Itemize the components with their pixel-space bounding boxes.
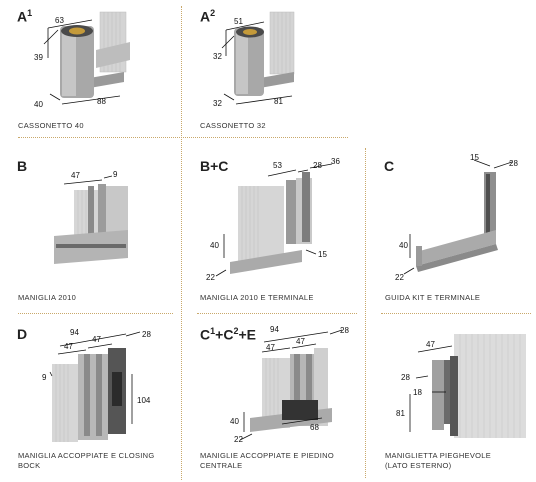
item-caption: MANIGLIE ACCOPPIATE E PIEDINO CENTRALE [200, 451, 335, 470]
row-separator-2c [381, 313, 531, 314]
item-letter: A2 [200, 8, 216, 25]
item-caption: MANIGLIA 2010 E TERMINALE [200, 293, 314, 302]
dim-label: 15 [318, 250, 327, 259]
row-separator-2b [197, 313, 357, 314]
dim-label: 68 [310, 423, 319, 432]
dim-label: 28 [509, 159, 518, 168]
dim-label: 22 [234, 435, 243, 444]
dim-label: 36 [331, 157, 340, 166]
item-caption: CASSONETTO 32 [200, 121, 266, 130]
dim-label: 39 [34, 53, 43, 62]
item-caption: GUIDA KIT E TERMINALE [385, 293, 481, 302]
dim-label: 47 [296, 337, 305, 346]
item-letter: D [17, 326, 28, 342]
dim-label: 63 [55, 16, 64, 25]
dim-label: 51 [234, 17, 243, 26]
dim-label: 47 [64, 342, 73, 351]
dim-label: 88 [97, 97, 106, 106]
item-letter: B [17, 158, 28, 174]
dim-label: 94 [270, 325, 279, 334]
cassonetto-40-illustration: 63 39 40 88 [34, 11, 130, 109]
dim-label: 104 [137, 396, 151, 405]
maniglia-2010-illustration: 47 9 [54, 170, 128, 264]
dim-label: 18 [413, 388, 422, 397]
dim-label: 47 [92, 335, 101, 344]
dim-label: 28 [401, 373, 410, 382]
dim-label: 28 [313, 161, 322, 170]
dim-label: 40 [399, 241, 408, 250]
cell-maniglia-2010: B 47 9 MANIGLIA 2010 [0, 150, 180, 310]
dim-label: 28 [340, 326, 349, 335]
dim-label: 22 [395, 273, 404, 282]
dim-label: 9 [113, 170, 118, 179]
item-caption: MANIGLIETTA PIEGHEVOLE (LATO ESTERNO) [385, 451, 492, 470]
cell-maniglie-accoppiate-piedino: C1+C2+E 94 28 47 47 40 22 68 MANIGLIE AC… [182, 320, 365, 480]
dim-label: 9 [42, 373, 47, 382]
dim-label: 94 [70, 328, 79, 337]
maniglietta-pieghevole-illustration: 47 28 18 81 [396, 334, 526, 438]
item-letter: A1 [17, 8, 33, 25]
dim-label: 40 [34, 100, 43, 109]
item-caption: MANIGLIA 2010 [18, 293, 77, 302]
dim-label: 81 [396, 409, 405, 418]
dim-label: 32 [213, 99, 222, 108]
maniglia-accoppiate-illustration: 94 28 47 47 9 104 [42, 328, 151, 442]
item-caption: CASSONETTO 40 [18, 121, 84, 130]
dim-label: 28 [142, 330, 151, 339]
cell-maniglia-2010-terminale: B+C 53 28 36 40 22 15 MANIGLIA 2010 E TE… [182, 150, 365, 310]
guida-kit-terminale-illustration: 15 28 40 22 [395, 153, 518, 282]
item-letter: C [384, 158, 395, 174]
maniglie-accoppiate-piedino-illustration: 94 28 47 47 40 22 68 [230, 325, 349, 444]
dim-label: 15 [470, 153, 479, 162]
item-caption: MANIGLIA ACCOPPIATE E CLOSING BOCK [18, 451, 155, 470]
dim-label: 81 [274, 97, 283, 106]
cell-maniglietta-pieghevole: 47 28 18 81 MANIGLIETTA PIEGHEVOLE (LATO… [366, 320, 536, 480]
cell-cassonetto-32: A2 51 32 32 81 CASSONETTO 32 [182, 0, 365, 138]
row-separator-1 [18, 137, 348, 138]
item-letter: B+C [200, 158, 229, 174]
cassonetto-32-illustration: 51 32 32 81 [213, 11, 295, 108]
dim-label: 47 [71, 171, 80, 180]
col-separator-1 [181, 6, 182, 480]
row-separator-2a [18, 313, 173, 314]
item-letter: C1+C2+E [200, 326, 256, 343]
dim-label: 40 [230, 417, 239, 426]
cell-maniglia-accoppiate-closing-bock: D 94 28 47 47 9 104 MANIGLIA ACCOPPIATE … [0, 320, 180, 480]
dim-label: 40 [210, 241, 219, 250]
dim-label: 47 [426, 340, 435, 349]
cell-cassonetto-40: A1 63 39 40 88 CASSONETTO 40 [0, 0, 180, 138]
cell-guida-kit-terminale: C 15 28 40 22 GUIDA KIT E TERMINALE [366, 150, 536, 310]
maniglia-2010-terminale-illustration: 53 28 36 40 22 15 [206, 157, 340, 282]
col-separator-2 [365, 148, 366, 478]
dim-label: 22 [206, 273, 215, 282]
dim-label: 47 [266, 343, 275, 352]
dim-label: 32 [213, 52, 222, 61]
dim-label: 53 [273, 161, 282, 170]
